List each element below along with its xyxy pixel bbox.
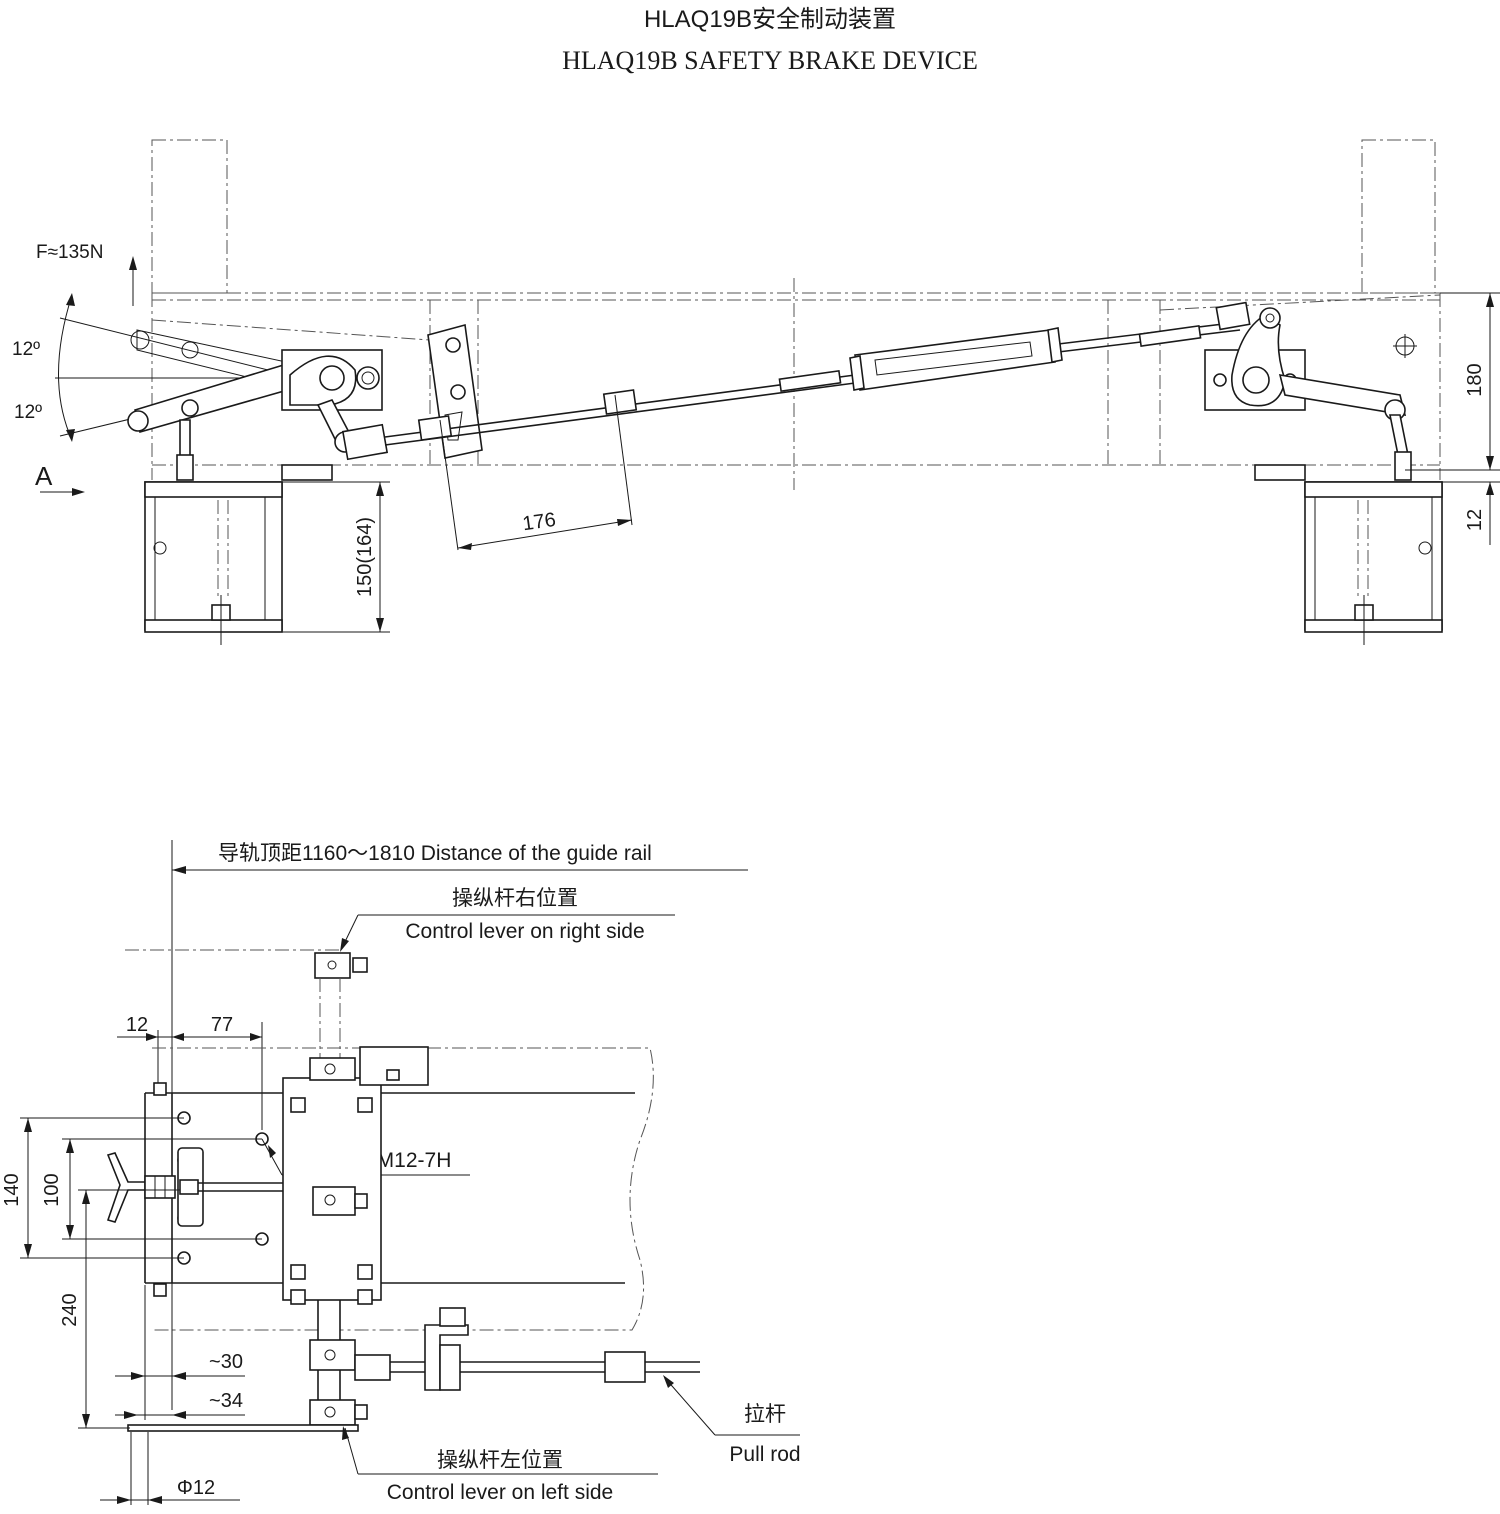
pull-rod-nut: [604, 1351, 646, 1383]
pull-rod-en-label: Pull rod: [729, 1443, 800, 1466]
top-view: F≈135N 12º 12º A: [12, 139, 1500, 645]
view-marker-a: A: [35, 461, 53, 491]
dim-140-label: 140: [1, 1173, 23, 1206]
dim-phi12-label: Φ12: [177, 1477, 215, 1499]
bottom-view: 导轨顶距1160～1810 Distance of the guide rail…: [1, 840, 801, 1505]
dim-34-label: ~34: [209, 1390, 243, 1412]
dim-180-label: 180: [1464, 363, 1486, 396]
left-clevis: [341, 423, 389, 461]
dim-100-label: 100: [41, 1173, 63, 1206]
turnbuckle[interactable]: [854, 329, 1056, 391]
dim-height-label: 150(164): [354, 517, 376, 597]
left-side-en-label: Control lever on left side: [387, 1481, 613, 1504]
title-cn: HLAQ19B安全制动装置: [644, 6, 896, 33]
left-side-lever-bar: [127, 1424, 359, 1432]
angle-upper-label: 12º: [12, 339, 40, 360]
dim-176-label: 176: [521, 509, 557, 535]
hand-grip[interactable]: [106, 1152, 146, 1223]
right-side-cn-label: 操纵杆右位置: [452, 887, 578, 910]
angle-lower-label: 12º: [14, 402, 42, 423]
left-upright-phantom: [151, 139, 228, 294]
dim-240-label: 240: [59, 1293, 81, 1326]
dim-12-label: 12: [1464, 509, 1486, 531]
title-en: HLAQ19B SAFETY BRAKE DEVICE: [562, 46, 978, 75]
dim-30-label: ~30: [209, 1351, 243, 1373]
right-side-en-label: Control lever on right side: [405, 920, 644, 943]
guide-rail-distance-label: 导轨顶距1160～1810 Distance of the guide rail: [218, 842, 652, 865]
dim-12-bottom-label: 12: [126, 1014, 148, 1036]
pull-rod-cn-label: 拉杆: [744, 1403, 786, 1426]
left-side-cn-label: 操纵杆左位置: [437, 1449, 563, 1472]
right-upright-phantom: [1361, 139, 1436, 294]
force-label: F≈135N: [36, 242, 103, 263]
dim-77-label: 77: [211, 1014, 233, 1036]
